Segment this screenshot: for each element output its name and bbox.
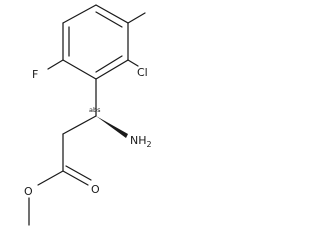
fluoro-bond	[47, 59, 64, 70]
carbonyl-double-bond-a	[62, 170, 89, 186]
chemical-structure: F Cl NH2 O O abs	[24, 4, 152, 226]
chain-bond-ch2	[62, 115, 97, 135]
chloro-bond	[127, 59, 139, 67]
wedge-bond	[96, 116, 128, 138]
chlorine-label: Cl	[137, 66, 148, 79]
ring-bond-2	[95, 4, 129, 24]
carbonyl-oxygen-label: O	[91, 183, 100, 196]
structure-canvas: F Cl NH2 O O abs	[0, 0, 158, 247]
ester-oxygen-label: O	[24, 185, 33, 198]
amine-subscript-label: 2	[147, 140, 152, 149]
amine-nh-label: NH	[130, 134, 147, 147]
ring-double-bond-2	[95, 55, 123, 73]
carbonyl-double-bond-b	[65, 165, 92, 181]
fluorine-label: F	[32, 68, 38, 81]
ring-bond-1	[62, 4, 97, 24]
ring-double-bond-1	[95, 11, 123, 28]
ring-bond-5	[62, 59, 97, 80]
methyl-bond	[127, 12, 146, 24]
ring-bond-4	[95, 59, 129, 80]
benzene-ring	[62, 4, 129, 80]
stereo-abs-label: abs	[89, 106, 101, 114]
amine-label: NH2	[130, 134, 152, 149]
ester-single-bond	[37, 170, 64, 186]
